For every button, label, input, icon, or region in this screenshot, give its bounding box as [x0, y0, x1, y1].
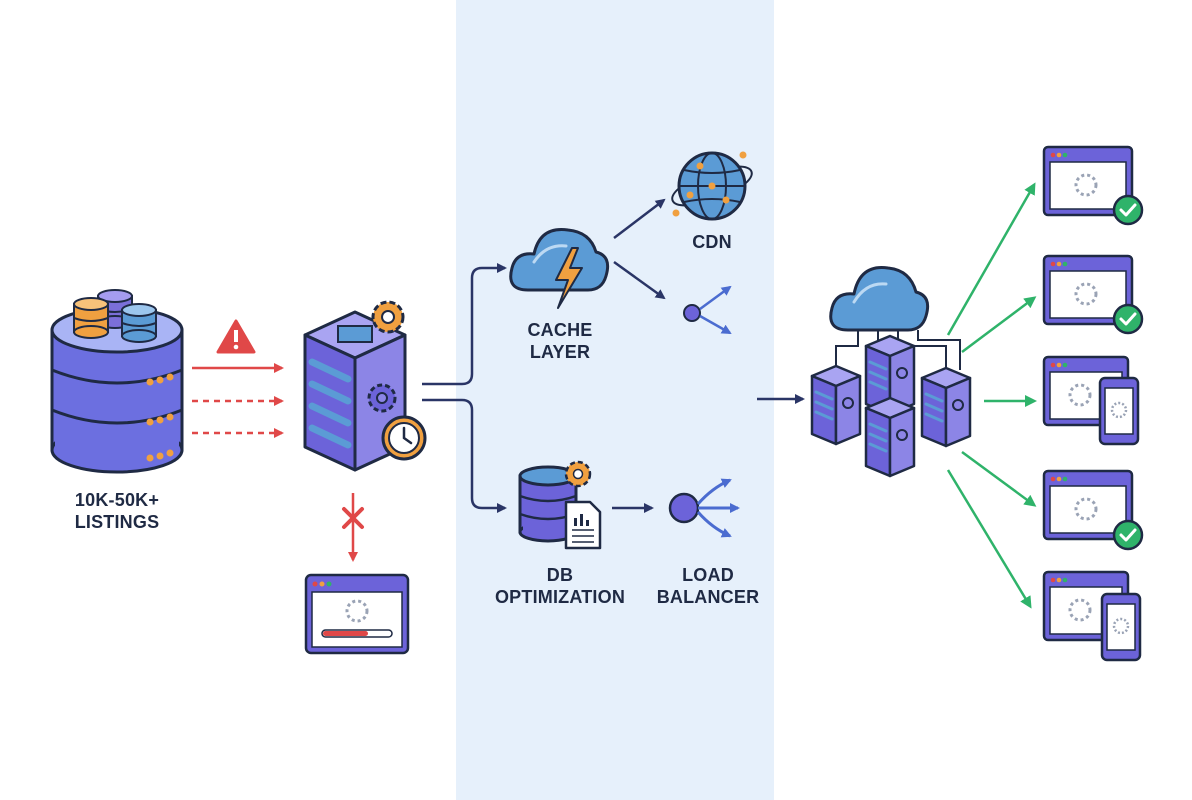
branch-to-db — [422, 398, 507, 513]
green-arrow-4 — [961, 450, 1037, 507]
cdn-label: CDN — [670, 231, 754, 253]
database-document-icon — [518, 460, 602, 550]
db-optimization-label: DB OPTIMIZATION — [478, 564, 642, 608]
load-balancer-label-line1: LOAD — [682, 565, 734, 585]
cloud-bolt-icon — [509, 228, 610, 309]
green-arrow-5 — [946, 469, 1032, 609]
branch-to-cache — [422, 263, 507, 386]
cdn-label-text: CDN — [692, 232, 732, 252]
arrow-cache-to-cdn — [613, 198, 666, 239]
load-balancer-icon — [668, 478, 740, 538]
listings-label: 10K-50K+ LISTINGS — [47, 489, 187, 533]
cache-layer-label-line1: CACHE — [527, 320, 593, 340]
database-stack-icon — [50, 289, 184, 474]
browser-check-icon — [1042, 469, 1144, 551]
server-gear-icon — [303, 300, 407, 472]
listings-label-line1: 10K-50K+ — [74, 490, 160, 510]
browser-check-icon — [1042, 254, 1144, 335]
green-arrow-2 — [961, 296, 1037, 353]
middle-panel — [456, 0, 774, 800]
share-nodes-icon — [683, 285, 732, 335]
listings-label-line2: LISTINGS — [74, 512, 160, 532]
browser-mobile-icon — [1042, 355, 1140, 446]
browser-check-icon — [1042, 145, 1144, 226]
globe-network-icon — [671, 151, 753, 221]
cache-layer-label-line2: LAYER — [529, 342, 591, 362]
load-balancer-label: LOAD BALANCER — [648, 564, 768, 608]
cloud-server-cluster-icon — [810, 266, 972, 478]
load-balancer-label-line2: BALANCER — [656, 587, 760, 607]
arrow-cache-to-share — [613, 260, 666, 300]
warning-icon — [216, 319, 256, 354]
clock-icon — [381, 415, 427, 461]
browser-mobile-icon — [1042, 570, 1142, 662]
db-optimization-label-line2: OPTIMIZATION — [494, 587, 626, 607]
cache-layer-label: CACHE LAYER — [500, 319, 620, 363]
green-arrow-1 — [946, 182, 1036, 336]
browser-loading-icon — [304, 573, 410, 655]
db-optimization-label-line1: DB — [546, 565, 574, 585]
